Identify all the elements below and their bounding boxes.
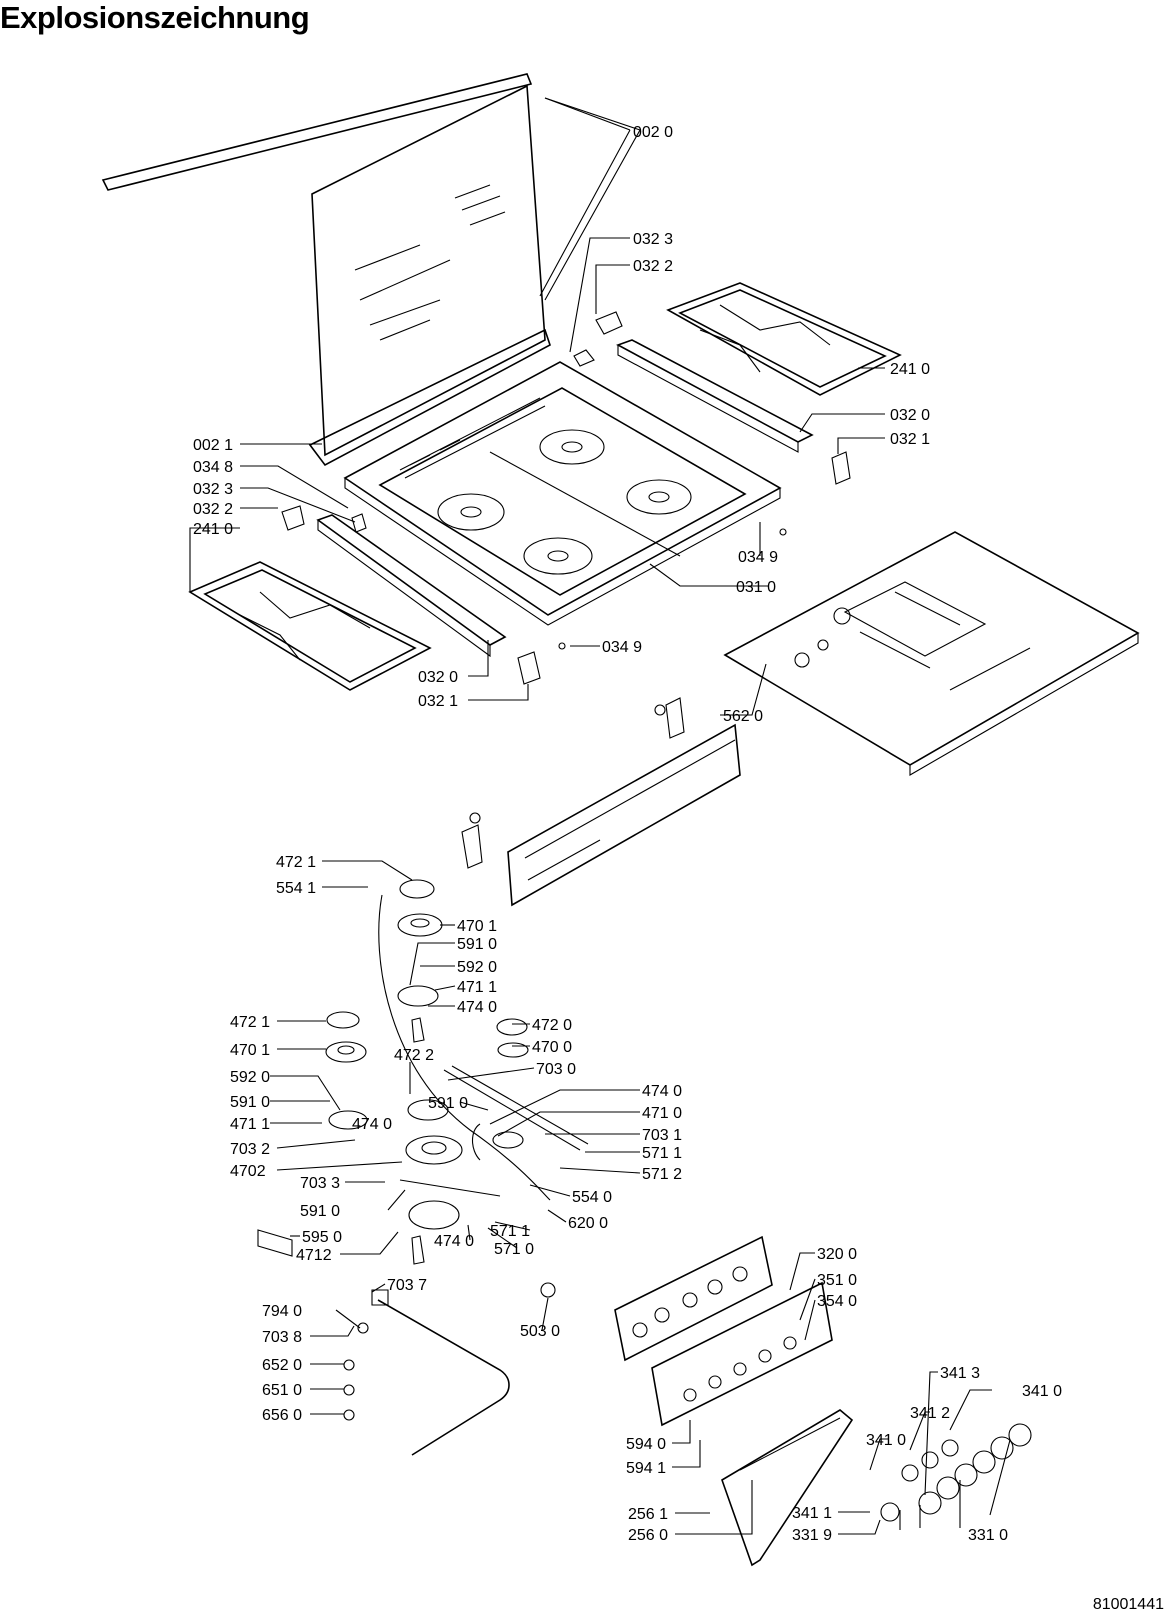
bracket-parts (281, 311, 851, 685)
callout-label: 595 0 (302, 1229, 342, 1246)
callout-label: 032 0 (890, 407, 930, 424)
callout-label: 470 1 (230, 1042, 270, 1059)
callout-label: 474 0 (352, 1116, 392, 1133)
callout-label: 341 2 (910, 1405, 950, 1422)
control-knob-parts (880, 1423, 1032, 1522)
page-title: Explosionszeichnung (0, 0, 310, 35)
callout-label: 703 8 (262, 1329, 302, 1346)
callout-label: 591 0 (428, 1095, 468, 1112)
callout-label: 032 0 (418, 669, 458, 686)
callout-label: 031 0 (736, 579, 776, 596)
callout-label: 470 0 (532, 1039, 572, 1056)
callout-label: 472 0 (532, 1017, 572, 1034)
glass-lid-part (101, 73, 641, 467)
callout-label: 471 1 (230, 1116, 270, 1133)
callout-label: 341 3 (940, 1365, 980, 1382)
pan-support-left-part (188, 561, 432, 691)
callout-label: 320 0 (817, 1246, 857, 1263)
callout-label: 4712 (296, 1247, 332, 1264)
callout-label: 032 3 (633, 231, 673, 248)
callout-label: 470 1 (457, 918, 497, 935)
pan-support-right-part (666, 282, 902, 396)
side-strip-left-part (316, 514, 507, 658)
gas-pipe-part (257, 1229, 556, 1456)
callout-label: 703 3 (300, 1175, 340, 1192)
hob-top-part (343, 361, 782, 626)
callout-label: 4702 (230, 1163, 266, 1180)
callout-label: 002 0 (633, 124, 673, 141)
callout-label: 032 1 (418, 693, 458, 710)
callout-label: 472 1 (276, 854, 316, 871)
callout-label: 341 0 (866, 1432, 906, 1449)
callout-label: 571 0 (494, 1241, 534, 1258)
callout-label: 571 1 (490, 1223, 530, 1240)
callout-label: 471 1 (457, 979, 497, 996)
callout-label: 703 1 (642, 1127, 682, 1144)
callout-label: 703 7 (387, 1277, 427, 1294)
callout-label: 341 0 (1022, 1383, 1062, 1400)
side-strip-right-part (616, 339, 814, 453)
control-panel-part (614, 1235, 854, 1567)
callout-label: 032 2 (193, 501, 233, 518)
callout-label: 703 0 (536, 1061, 576, 1078)
callout-label: 241 0 (890, 361, 930, 378)
callout-label: 620 0 (568, 1215, 608, 1232)
callout-label: 034 9 (738, 549, 778, 566)
base-plate-part (723, 531, 1140, 776)
callout-label: 032 3 (193, 481, 233, 498)
leader-lines (189, 97, 1011, 1535)
callout-label: 656 0 (262, 1407, 302, 1424)
callout-label: 472 2 (394, 1047, 434, 1064)
callout-label: 571 1 (642, 1145, 682, 1162)
burner-parts (325, 879, 589, 1265)
callout-label: 594 1 (626, 1460, 666, 1477)
callout-labels: 002 0 032 3 032 2 241 0 032 0 032 1 002 … (193, 124, 1062, 1544)
callout-label: 341 1 (792, 1505, 832, 1522)
callout-label: 331 9 (792, 1527, 832, 1544)
callout-label: 471 0 (642, 1105, 682, 1122)
callout-label: 256 0 (628, 1527, 668, 1544)
back-panel-part (461, 697, 741, 907)
callout-label: 594 0 (626, 1436, 666, 1453)
callout-label: 331 0 (968, 1527, 1008, 1544)
callout-label: 554 0 (572, 1189, 612, 1206)
callout-label: 354 0 (817, 1293, 857, 1310)
callout-label: 794 0 (262, 1303, 302, 1320)
callout-label: 474 0 (642, 1083, 682, 1100)
callout-label: 591 0 (457, 936, 497, 953)
callout-label: 703 2 (230, 1141, 270, 1158)
callout-label: 562 0 (723, 708, 763, 725)
callout-label: 034 8 (193, 459, 233, 476)
callout-label: 554 1 (276, 880, 316, 897)
callout-label: 652 0 (262, 1357, 302, 1374)
callout-label: 351 0 (817, 1272, 857, 1289)
callout-label: 592 0 (230, 1069, 270, 1086)
callout-label: 241 0 (193, 521, 233, 538)
callout-label: 592 0 (457, 959, 497, 976)
callout-label: 034 9 (602, 639, 642, 656)
callout-label: 571 2 (642, 1166, 682, 1183)
callout-label: 503 0 (520, 1323, 560, 1340)
callout-label: 591 0 (230, 1094, 270, 1111)
document-number: 81001441 (1092, 1596, 1164, 1613)
callout-label: 474 0 (457, 999, 497, 1016)
callout-label: 651 0 (262, 1382, 302, 1399)
callout-label: 032 1 (890, 431, 930, 448)
callout-label: 591 0 (300, 1203, 340, 1220)
callout-label: 256 1 (628, 1506, 668, 1523)
callout-label: 474 0 (434, 1233, 474, 1250)
callout-label: 472 1 (230, 1014, 270, 1031)
callout-label: 032 2 (633, 258, 673, 275)
callout-label: 002 1 (193, 437, 233, 454)
